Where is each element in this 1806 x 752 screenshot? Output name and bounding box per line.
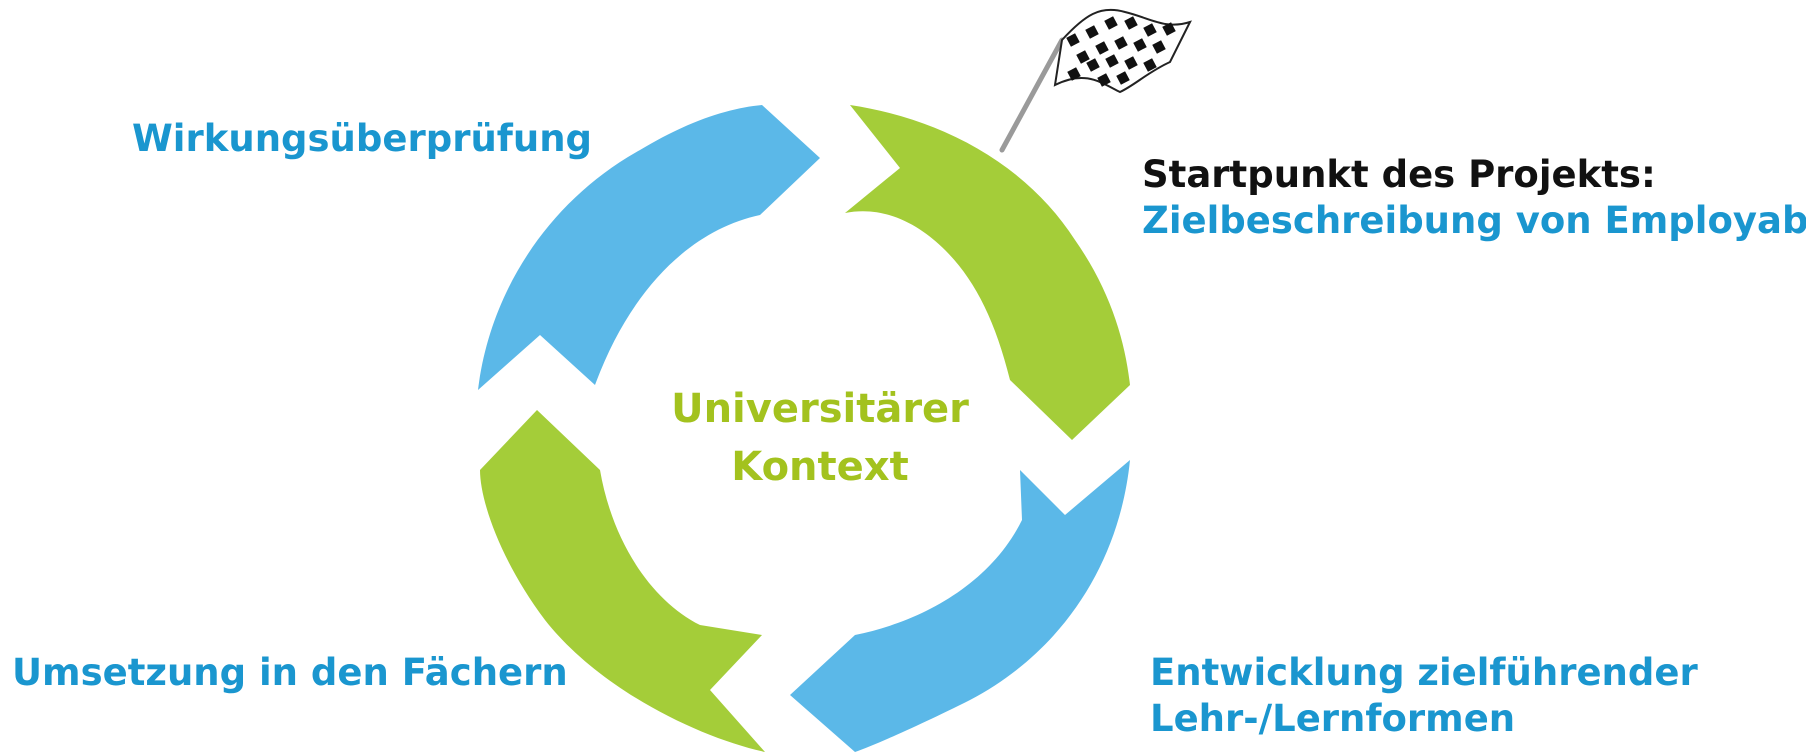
checkered-flag-icon bbox=[999, 8, 1192, 153]
startpunkt-heading: Startpunkt des Projekts: bbox=[1142, 153, 1656, 196]
center-label-line-1: Universitärer bbox=[671, 386, 969, 432]
entwicklung-line-1: Entwicklung zielführender bbox=[1150, 651, 1698, 694]
label-umsetzung: Umsetzung in den Fächern bbox=[12, 651, 568, 694]
center-label: Universitärer Kontext bbox=[660, 380, 980, 496]
label-startpunkt: Startpunkt des Projekts: Zielbeschreibun… bbox=[1142, 152, 1806, 244]
flag-pole bbox=[999, 37, 1065, 153]
center-label-line-2: Kontext bbox=[731, 444, 909, 490]
label-wirkungsueberpruefung: Wirkungsüberprüfung bbox=[132, 117, 593, 160]
cycle-arrow-bottom-right bbox=[790, 460, 1130, 752]
label-entwicklung: Entwicklung zielführender Lehr-/Lernform… bbox=[1150, 650, 1698, 742]
cycle-arrow-top-left bbox=[478, 105, 820, 390]
startpunkt-text: Zielbeschreibung von Employability bbox=[1142, 199, 1806, 242]
cycle-arrow-top-right bbox=[845, 105, 1130, 440]
entwicklung-line-2: Lehr-/Lernformen bbox=[1150, 697, 1516, 740]
cycle-arrow-bottom-left bbox=[480, 410, 765, 752]
